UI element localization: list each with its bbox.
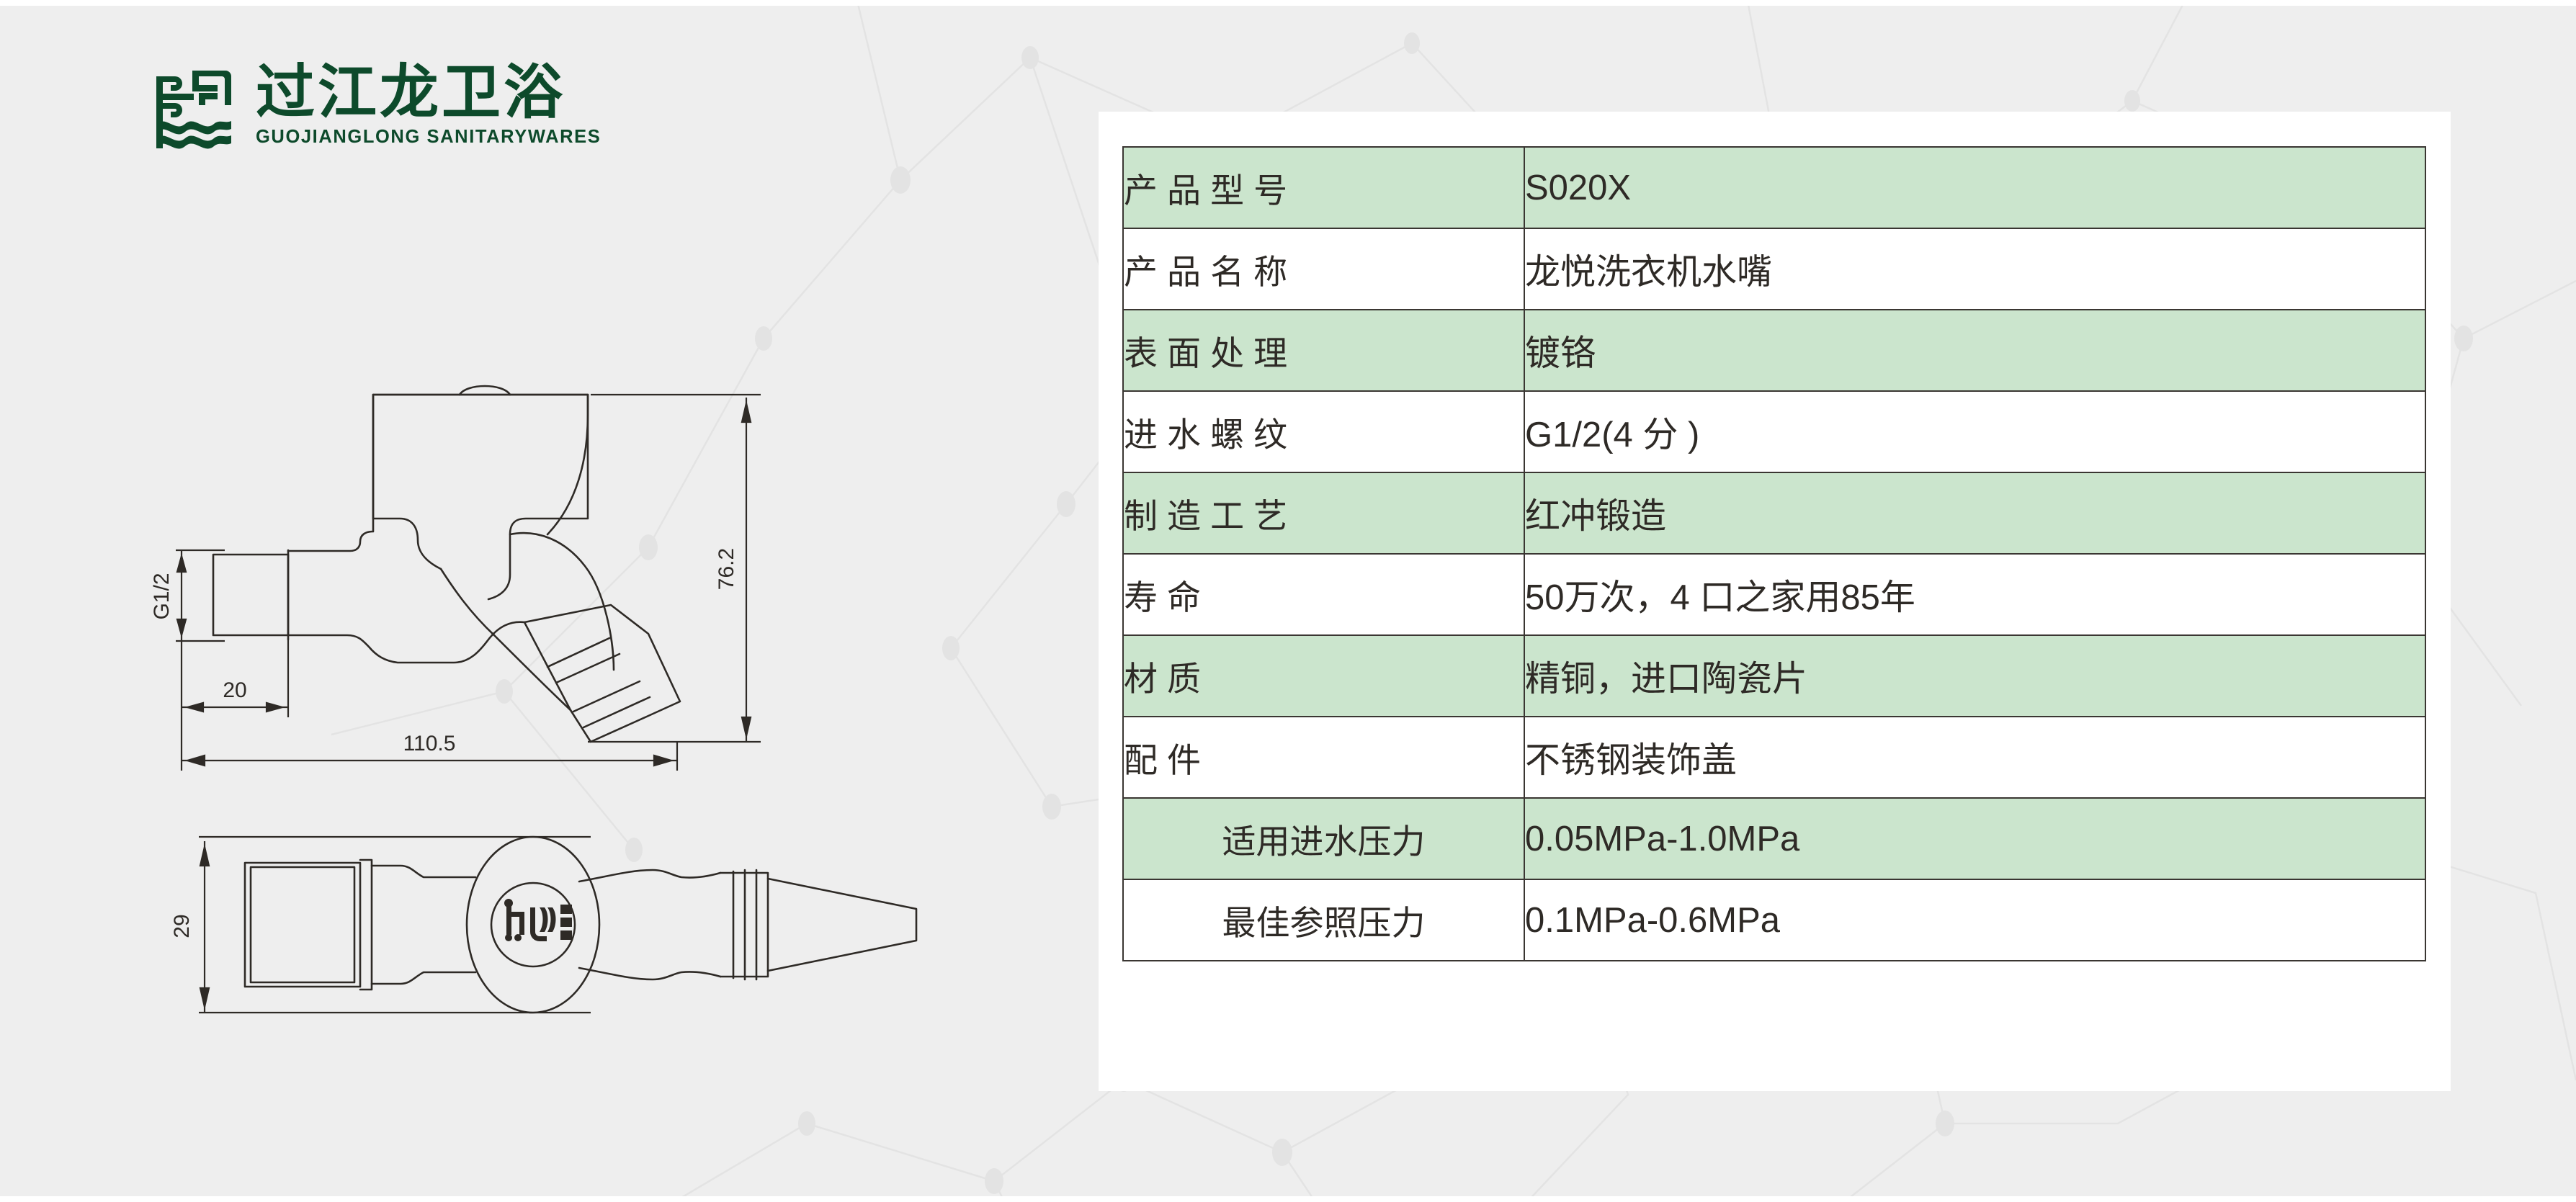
spec-table-body: 产 品 型 号 S020X 产 品 名 称 龙悦洗衣机水嘴 表 面 处 理 镀铬 xyxy=(1122,146,2426,961)
spec-label-cell: 寿 命 xyxy=(1122,553,1525,636)
spec-card: 产 品 型 号 S020X 产 品 名 称 龙悦洗衣机水嘴 表 面 处 理 镀铬 xyxy=(1099,112,2451,1091)
spec-label-text: 产 品 型 号 xyxy=(1124,171,1288,210)
spec-value-cell: S020X xyxy=(1524,146,2426,229)
spec-label-cell: 配 件 xyxy=(1122,716,1525,799)
spec-label-cell: 进 水 螺 纹 xyxy=(1122,390,1525,473)
dimension-label-29: 29 xyxy=(170,914,194,938)
spec-label-cell: 材 质 xyxy=(1122,634,1525,717)
table-row: 表 面 处 理 镀铬 xyxy=(1122,309,2426,392)
spec-value-cell: 精铜，进口陶瓷片 xyxy=(1524,634,2426,717)
spec-label-text: 产 品 名 称 xyxy=(1124,253,1288,291)
spec-label-cell: 表 面 处 理 xyxy=(1122,309,1525,392)
spec-label-text: 材 质 xyxy=(1124,660,1202,698)
table-row: 适用进水压力 0.05MPa-1.0MPa xyxy=(1122,797,2426,880)
dimension-label-76-2: 76.2 xyxy=(715,548,738,590)
brand-name-en: GUOJIANGLONG SANITARYWARES xyxy=(256,127,601,147)
spec-value-cell: 镀铬 xyxy=(1524,309,2426,392)
top-edge-band xyxy=(0,0,2576,6)
table-row: 最佳参照压力 0.1MPa-0.6MPa xyxy=(1122,879,2426,961)
specification-table: 产 品 型 号 S020X 产 品 名 称 龙悦洗衣机水嘴 表 面 处 理 镀铬 xyxy=(1122,146,2426,961)
spec-label-cell: 产 品 名 称 xyxy=(1122,228,1525,310)
spec-label-cell: 制 造 工 艺 xyxy=(1122,472,1525,555)
spec-value-cell: 红冲锻造 xyxy=(1524,472,2426,555)
spec-label-text: 制 造 工 艺 xyxy=(1124,497,1288,535)
spec-label-text: 进 水 螺 纹 xyxy=(1124,416,1288,454)
spec-value-cell: 50万次，4 口之家用85年 xyxy=(1524,553,2426,636)
bottom-edge-band xyxy=(0,1196,2576,1202)
table-row: 配 件 不锈钢装饰盖 xyxy=(1122,716,2426,799)
dimension-label-110-5: 110.5 xyxy=(403,732,456,755)
spec-label-text: 最佳参照压力 xyxy=(1222,904,1426,942)
dimension-label-20: 20 xyxy=(223,678,246,702)
table-row: 产 品 名 称 龙悦洗衣机水嘴 xyxy=(1122,228,2426,310)
spec-label-text: 配 件 xyxy=(1124,741,1202,779)
brand-name-cn: 过江龙卫浴 xyxy=(256,60,566,125)
table-row: 制 造 工 艺 红冲锻造 xyxy=(1122,472,2426,555)
spec-label-text: 表 面 处 理 xyxy=(1124,334,1288,372)
dimension-label-g12: G1/2 xyxy=(150,573,174,619)
spec-label-text: 适用进水压力 xyxy=(1222,822,1426,861)
table-row: 寿 命 50万次，4 口之家用85年 xyxy=(1122,553,2426,636)
table-row: 产 品 型 号 S020X xyxy=(1122,146,2426,229)
brand-logo: 过江龙卫浴 GUOJIANGLONG SANITARYWARES xyxy=(148,63,601,156)
table-row: 进 水 螺 纹 G1/2(4 分 ) xyxy=(1122,390,2426,473)
spec-label-cell: 适用进水压力 xyxy=(1122,797,1525,880)
spec-label-cell: 最佳参照压力 xyxy=(1122,879,1525,961)
spec-value-cell: G1/2(4 分 ) xyxy=(1524,390,2426,473)
spec-value-cell: 不锈钢装饰盖 xyxy=(1524,716,2426,799)
spec-label-cell: 产 品 型 号 xyxy=(1122,146,1525,229)
spec-value-cell: 龙悦洗衣机水嘴 xyxy=(1524,228,2426,310)
guojianglong-round-seal-icon xyxy=(504,899,572,941)
guojianglong-wave-seal-logo-icon xyxy=(156,71,231,149)
table-row: 材 质 精铜，进口陶瓷片 xyxy=(1122,634,2426,717)
spec-value-cell: 0.1MPa-0.6MPa xyxy=(1524,879,2426,961)
spec-label-text: 寿 命 xyxy=(1124,578,1202,616)
faucet-side-view-drawing: G1/2 20 110.5 76.2 xyxy=(144,266,1167,799)
spec-value-cell: 0.05MPa-1.0MPa xyxy=(1524,797,2426,880)
faucet-top-view-drawing: 29 xyxy=(144,785,1045,1160)
